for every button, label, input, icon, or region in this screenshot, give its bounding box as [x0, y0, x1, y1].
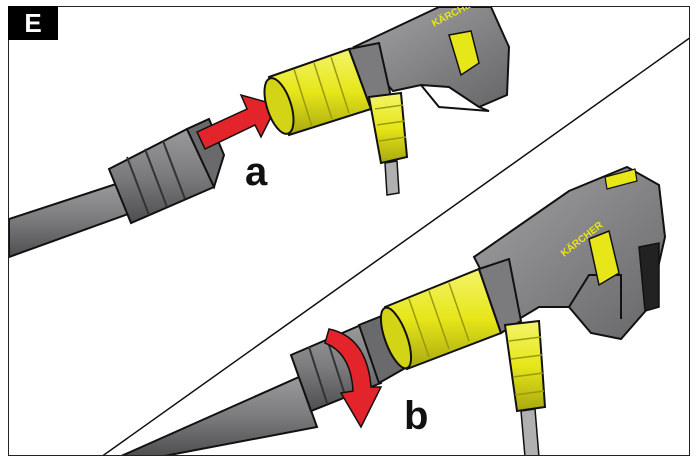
trigger-lock-lower	[588, 229, 620, 287]
push-arrow-a	[195, 93, 279, 151]
step-b-label: b	[404, 394, 428, 438]
spray-gun-lower: KÄRCHER	[379, 165, 667, 455]
lance-tube-upper	[9, 117, 226, 259]
trigger-lock-upper	[448, 30, 480, 77]
divider-line	[102, 37, 689, 455]
assembly-illustration: a KÄRCHER b KÄRCHER	[9, 7, 689, 455]
diagram-frame: a KÄRCHER b KÄRCHER	[8, 6, 690, 456]
step-a-label: a	[245, 150, 268, 194]
spray-gun-upper: KÄRCHER	[263, 7, 511, 196]
rotate-arrow-b	[324, 328, 383, 429]
hose-connector-upper	[367, 91, 409, 165]
panel-label: E	[8, 6, 58, 40]
hose-connector-lower	[503, 319, 547, 413]
